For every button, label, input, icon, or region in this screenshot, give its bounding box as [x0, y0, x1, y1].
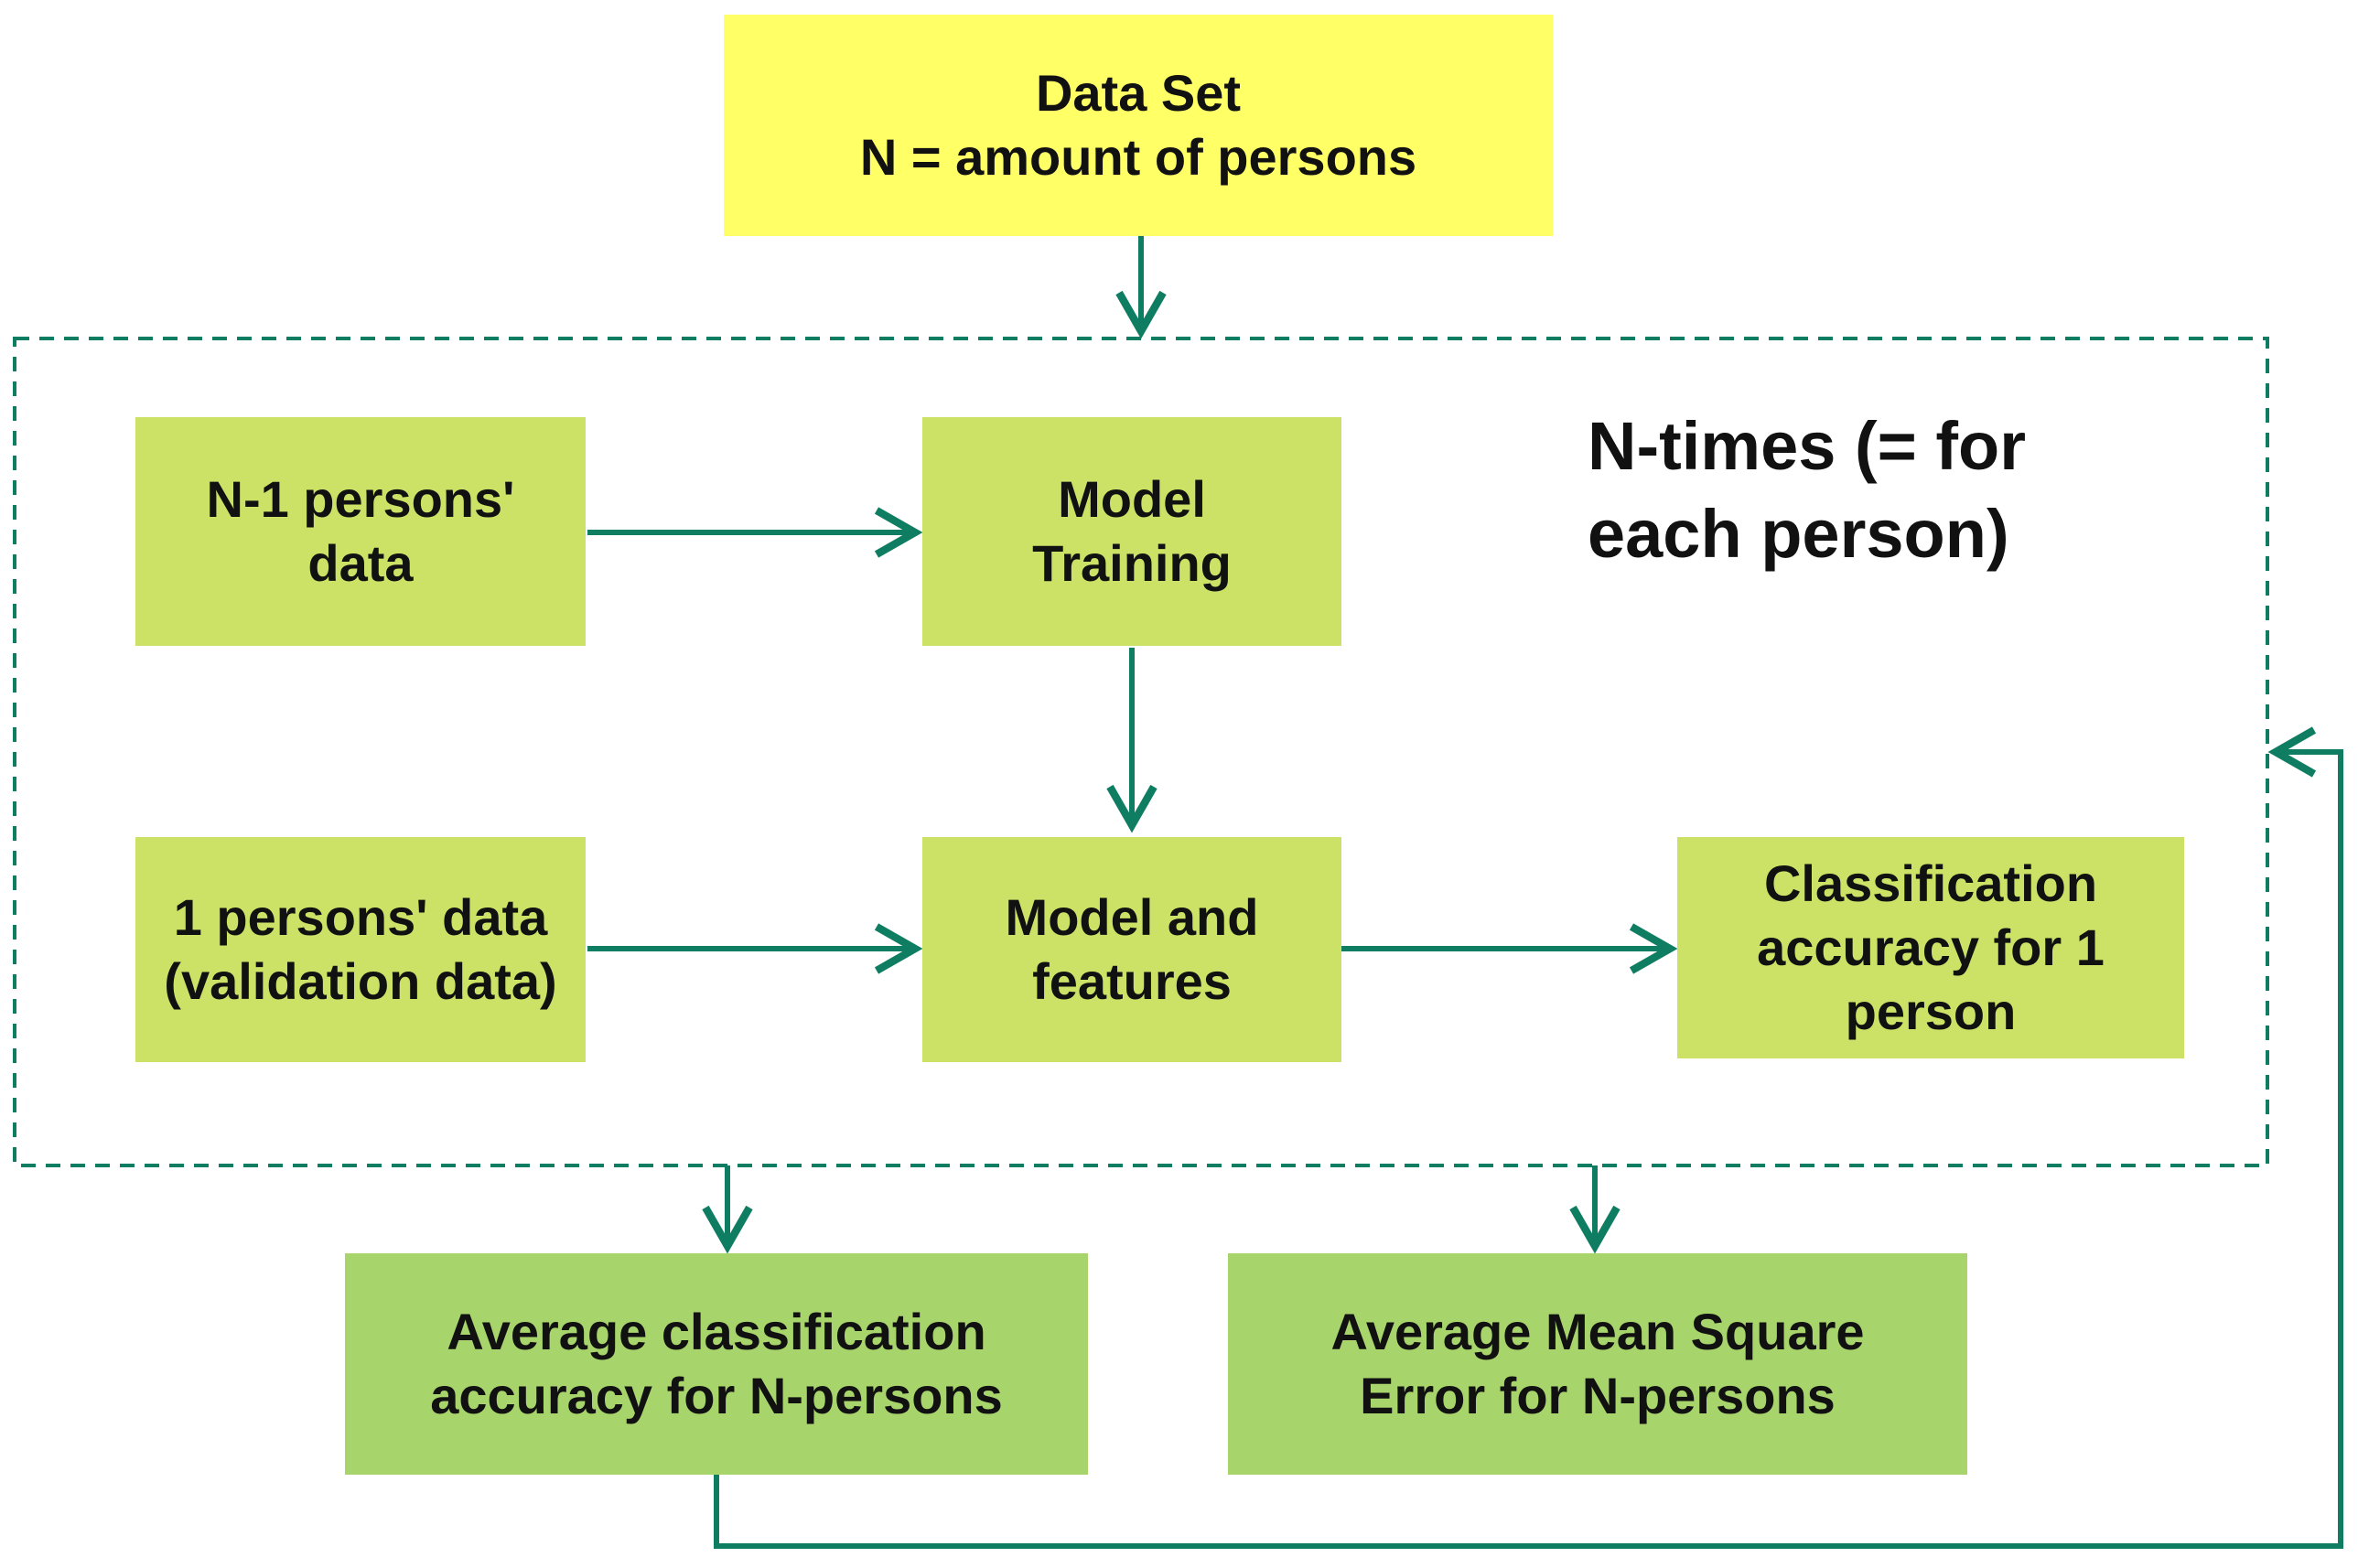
avg-mse-line-2: Error for N-persons: [1360, 1367, 1836, 1424]
validation-data-line-1: 1 persons' data: [173, 888, 548, 946]
model-training-line-1: Model: [1058, 470, 1206, 528]
model-features-box: Model and features: [922, 837, 1341, 1062]
avg-accuracy-line-2: accuracy for N-persons: [430, 1367, 1003, 1424]
loop-label-line-2: each person): [1588, 496, 2009, 572]
model-training-box: Model Training: [922, 417, 1341, 646]
loop-label-line-1: N-times (= for: [1588, 408, 2027, 484]
avg-accuracy-line-1: Average classification: [447, 1303, 986, 1360]
dataset-line-2: N = amount of persons: [859, 128, 1417, 186]
validation-data-box: 1 persons' data (validation data): [135, 837, 586, 1062]
model-features-line-1: Model and: [1005, 888, 1259, 946]
model-training-line-2: Training: [1032, 534, 1232, 592]
avg-accuracy-box: Average classification accuracy for N-pe…: [345, 1253, 1088, 1475]
dataset-line-1: Data Set: [1035, 64, 1242, 122]
model-features-line-2: features: [1032, 952, 1232, 1010]
classification-accuracy-box: Classification accuracy for 1 person: [1677, 837, 2184, 1058]
avg-mse-line-1: Average Mean Square: [1330, 1303, 1865, 1360]
train-data-line-1: N-1 persons': [206, 470, 515, 528]
arrow-feedback-loop: [714, 726, 2343, 1549]
classification-accuracy-line-2: accuracy for 1: [1757, 918, 2105, 976]
dataset-box: Data Set N = amount of persons: [724, 15, 1553, 236]
train-data-line-2: data: [307, 534, 414, 592]
avg-mse-box: Average Mean Square Error for N-persons: [1228, 1253, 1967, 1475]
loop-label: N-times (= for each person): [1588, 403, 2026, 578]
train-data-box: N-1 persons' data: [135, 417, 586, 646]
classification-accuracy-line-3: person: [1845, 983, 2017, 1040]
validation-data-line-2: (validation data): [164, 952, 557, 1010]
classification-accuracy-line-1: Classification: [1763, 854, 2098, 912]
